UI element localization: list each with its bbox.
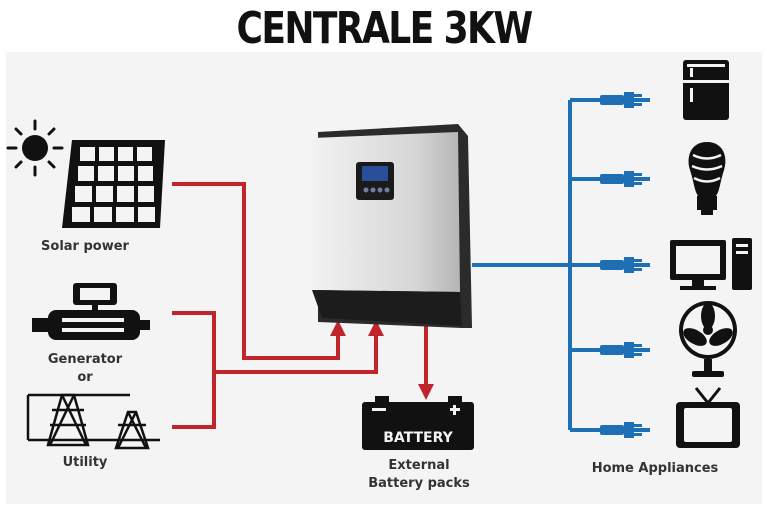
- plug-icon: [600, 92, 642, 438]
- battery-word: BATTERY: [383, 430, 453, 446]
- home-appliances-label: Home Appliances: [591, 461, 719, 476]
- solar-panel-icon: [62, 140, 165, 228]
- utility-label: Utility: [62, 455, 108, 470]
- computer-icon: [670, 238, 752, 290]
- tv-icon: [676, 387, 740, 448]
- page-title: CENTRALE 3KW: [236, 3, 533, 54]
- fan-icon: [679, 301, 737, 377]
- battery-icon: BATTERY: [362, 396, 474, 450]
- solar-power-label: Solar power: [41, 239, 129, 254]
- input-lines: [172, 182, 434, 429]
- bulb-icon: [688, 142, 726, 215]
- generator-label: Generator: [47, 352, 123, 367]
- fridge-icon: [683, 60, 729, 120]
- generator-icon: [32, 283, 150, 340]
- power-tower-icon: [26, 393, 160, 450]
- sun-icon: [6, 119, 64, 177]
- or-label: or: [77, 370, 93, 385]
- inverter-icon: [312, 124, 472, 328]
- battery-label-line2: Battery packs: [368, 476, 470, 491]
- battery-label-line1: External: [388, 458, 450, 473]
